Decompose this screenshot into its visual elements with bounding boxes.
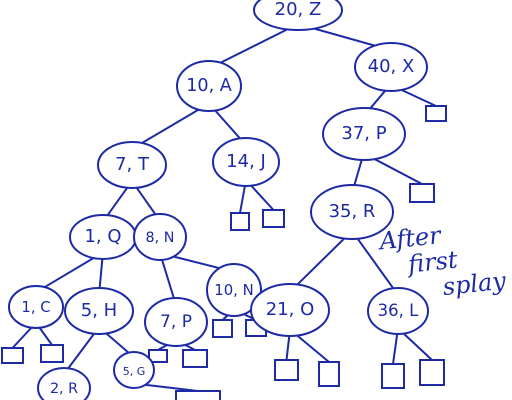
node-ellipse [37,367,91,400]
node-label: 10, N [214,281,253,299]
node-ellipse [354,42,428,92]
node-label: 21, O [266,299,315,320]
tree-node-8n: 8, N [133,213,187,261]
node-ellipse [206,263,262,317]
node-label: 40, X [368,56,415,77]
null-leaf-box [212,319,233,338]
null-leaf-box [274,359,299,381]
node-label: 1, Q [84,226,121,247]
tree-node-5g: 5, G [113,351,155,389]
tree-node-21o: 21, O [250,283,330,337]
node-label: 36, L [378,301,419,320]
node-label: 14, J [226,151,266,172]
null-leaf-box [1,347,24,364]
node-label: 20, Z [275,0,322,20]
node-label: 10, A [186,76,232,96]
node-ellipse [113,351,155,389]
tree-edge [35,251,104,294]
node-ellipse [322,107,406,161]
node-ellipse [8,285,64,329]
tree-node-1q: 1, Q [69,214,137,260]
null-leaf-box [262,209,285,228]
tree-node-37: 37, P [322,107,406,161]
note-line-splay: splay [441,266,508,302]
tree-edge [63,326,100,375]
tree-node-7p: 7, P [144,297,208,347]
node-label: 2, R [50,381,78,397]
tree-node-10n: 10, N [206,263,262,317]
node-ellipse [97,141,167,189]
null-leaf-box [182,349,208,368]
after-first-splay-note: After first splay [378,216,507,306]
tree-node-20: 20, Z [253,0,343,31]
null-leaf-box [175,390,221,400]
node-ellipse [64,287,134,335]
tree-edge [289,229,353,293]
null-leaf-box [425,105,447,122]
tree-edge [159,252,177,307]
tree-node-40: 40, X [354,42,428,92]
tree-node-36l: 36, L [367,287,429,335]
node-ellipse [310,184,394,240]
tree-node-7: 7, T [97,141,167,189]
node-ellipse [133,213,187,261]
tree-node-10: 10, A [176,60,242,112]
node-label: 37, P [341,123,386,144]
null-leaf-box [148,349,168,363]
tree-edge [351,229,399,296]
tree-node-1c: 1, C [8,285,64,329]
node-label: 5, G [123,365,146,378]
node-label: 8, N [146,230,175,246]
node-ellipse [212,137,280,187]
tree-node-35: 35, R [310,184,394,240]
null-leaf-box [318,361,340,387]
tree-edge [208,23,299,70]
null-leaf-box [419,359,445,386]
node-label: 35, R [329,201,376,222]
node-ellipse [367,287,429,335]
node-label: 1, C [21,298,50,316]
node-ellipse [253,0,343,31]
node-ellipse [176,60,242,112]
node-ellipse [144,297,208,347]
null-leaf-box [230,212,250,231]
tree-node-5h: 5, H [64,287,134,335]
node-label: 5, H [81,300,117,321]
null-leaf-box [40,344,64,363]
tree-node-2r: 2, R [37,367,91,400]
tree-nodes: 20, Z 10, A 40, X 7, T 14, J 37, P 35, R 1, Q 8,… [8,0,429,400]
null-leaf-box [409,183,435,203]
node-ellipse [250,283,330,337]
tree-edge [131,102,210,150]
node-label: 7, P [160,312,192,332]
tree-node-14: 14, J [212,137,280,187]
node-label: 7, T [115,154,150,175]
null-leaf-box [381,363,405,389]
